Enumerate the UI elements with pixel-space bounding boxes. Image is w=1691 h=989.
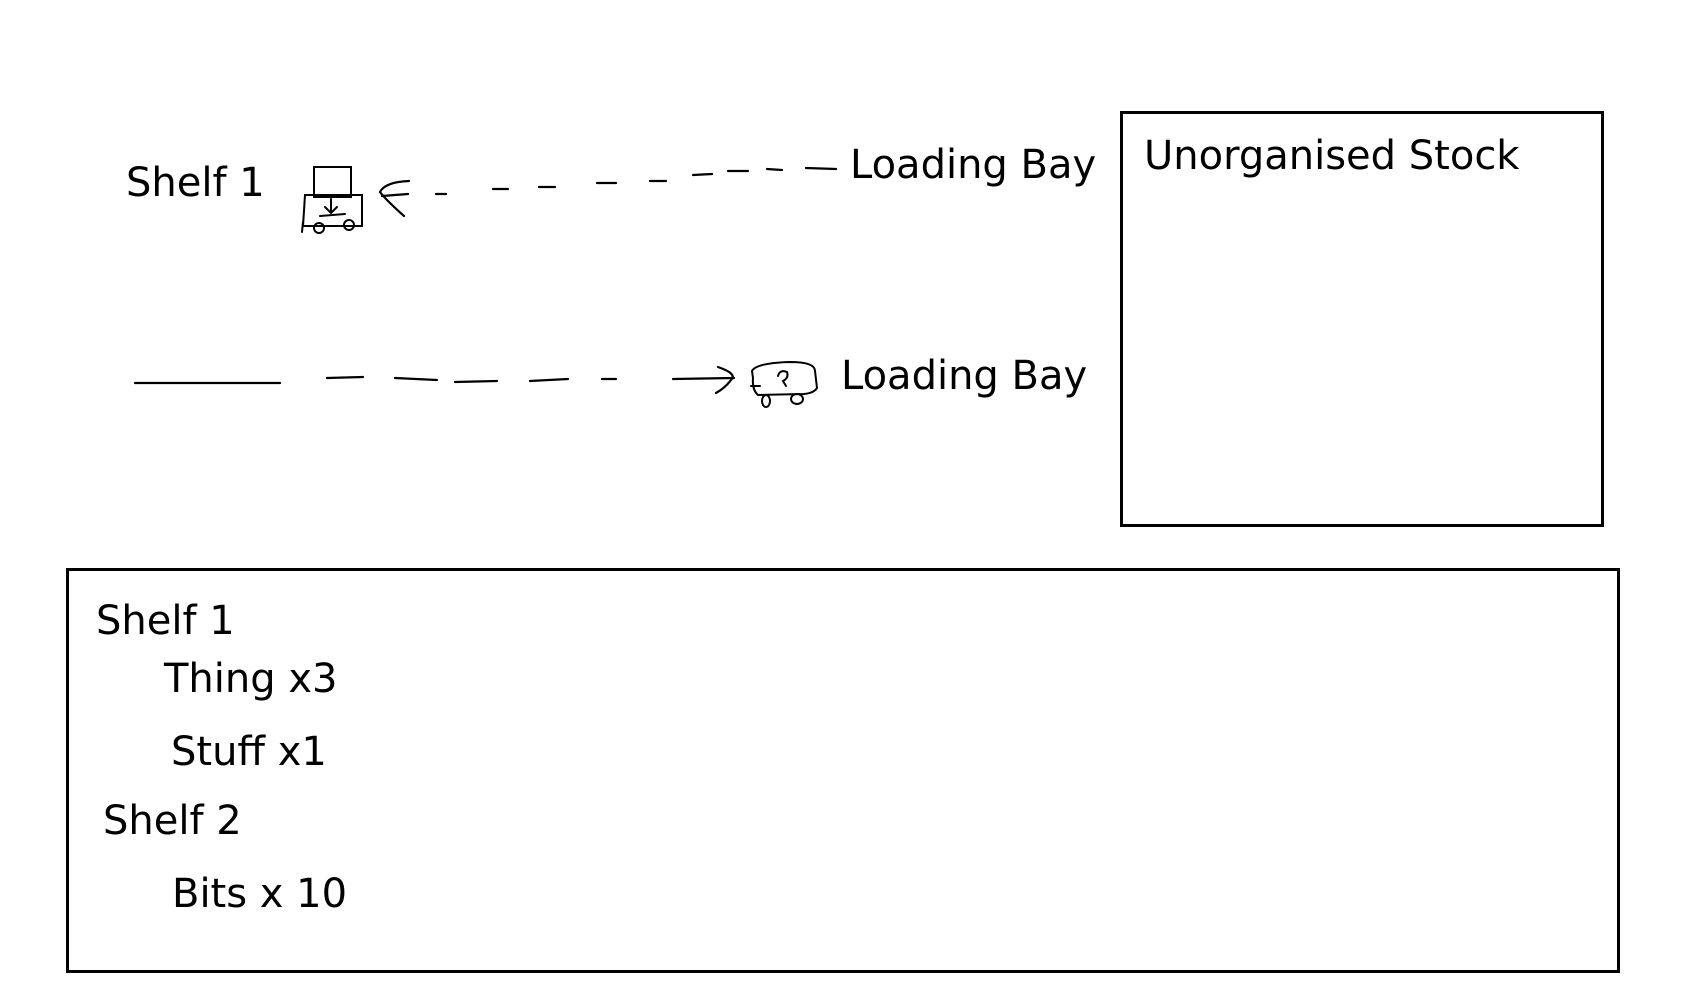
top-route-shelf-label: Shelf 1 <box>126 160 265 206</box>
top-route-dashed-line <box>434 166 838 196</box>
bottom-route-loading-bay-label: Loading Bay <box>841 353 1088 399</box>
inventory-item: Thing x3 <box>164 656 338 702</box>
inventory-item: Bits x 10 <box>172 871 348 917</box>
shelf-heading: Shelf 2 <box>103 798 242 844</box>
unorganised-stock-box: Unorganised Stock <box>1120 111 1604 527</box>
forklift-icon <box>301 166 363 234</box>
bottom-route-arrowhead <box>671 365 736 395</box>
shelf-heading: Shelf 1 <box>96 598 235 644</box>
inventory-box: Shelf 1 Thing x3 Stuff x1 Shelf 2 Bits x… <box>66 568 1620 973</box>
top-route-arrowhead <box>378 179 411 218</box>
inventory-item: Stuff x1 <box>171 729 327 775</box>
truck-icon <box>750 360 819 408</box>
unorganised-stock-title: Unorganised Stock <box>1144 133 1520 179</box>
bottom-route-dashed-line <box>133 375 618 385</box>
top-route-loading-bay-label: Loading Bay <box>850 142 1097 188</box>
